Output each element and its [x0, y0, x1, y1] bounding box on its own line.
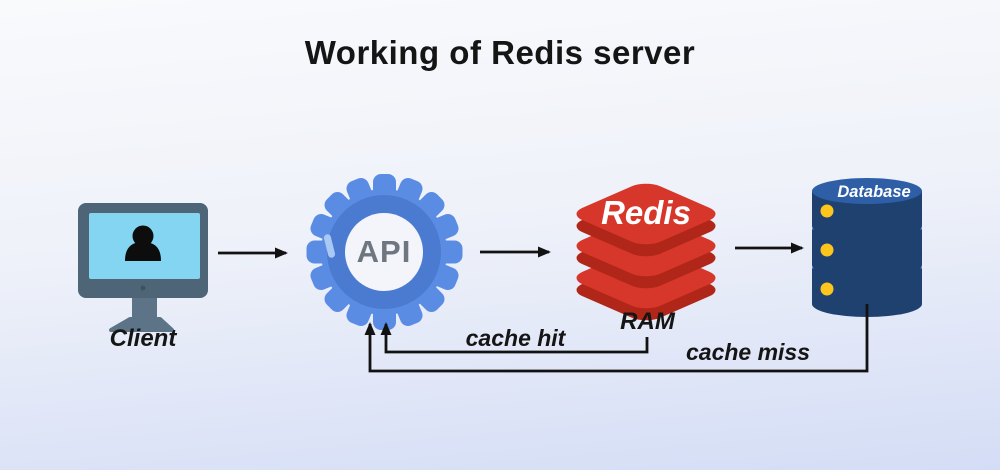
- monitor-neck: [132, 298, 157, 319]
- db-indicator-dot: [820, 282, 834, 296]
- db-indicator-dot: [820, 243, 834, 257]
- monitor-button: [140, 285, 146, 291]
- monitor-base: [109, 317, 174, 332]
- client-monitor-icon: [78, 203, 208, 332]
- database-icon: Database: [812, 178, 922, 317]
- page-title: Working of Redis server: [304, 34, 696, 71]
- api-node: API: [345, 213, 423, 291]
- cache-hit-label: cache hit: [465, 325, 566, 351]
- db-disk: [812, 178, 922, 239]
- ram-label: RAM: [620, 308, 675, 335]
- database-label: Database: [837, 183, 910, 201]
- cache-miss-label: cache miss: [685, 339, 811, 365]
- db-indicator-dot: [820, 204, 834, 218]
- redis-label: Redis: [601, 194, 691, 231]
- gear-icon: API: [306, 174, 462, 330]
- client-label: Client: [109, 325, 177, 352]
- redis-layer: [576, 183, 716, 257]
- user-icon: [125, 225, 161, 261]
